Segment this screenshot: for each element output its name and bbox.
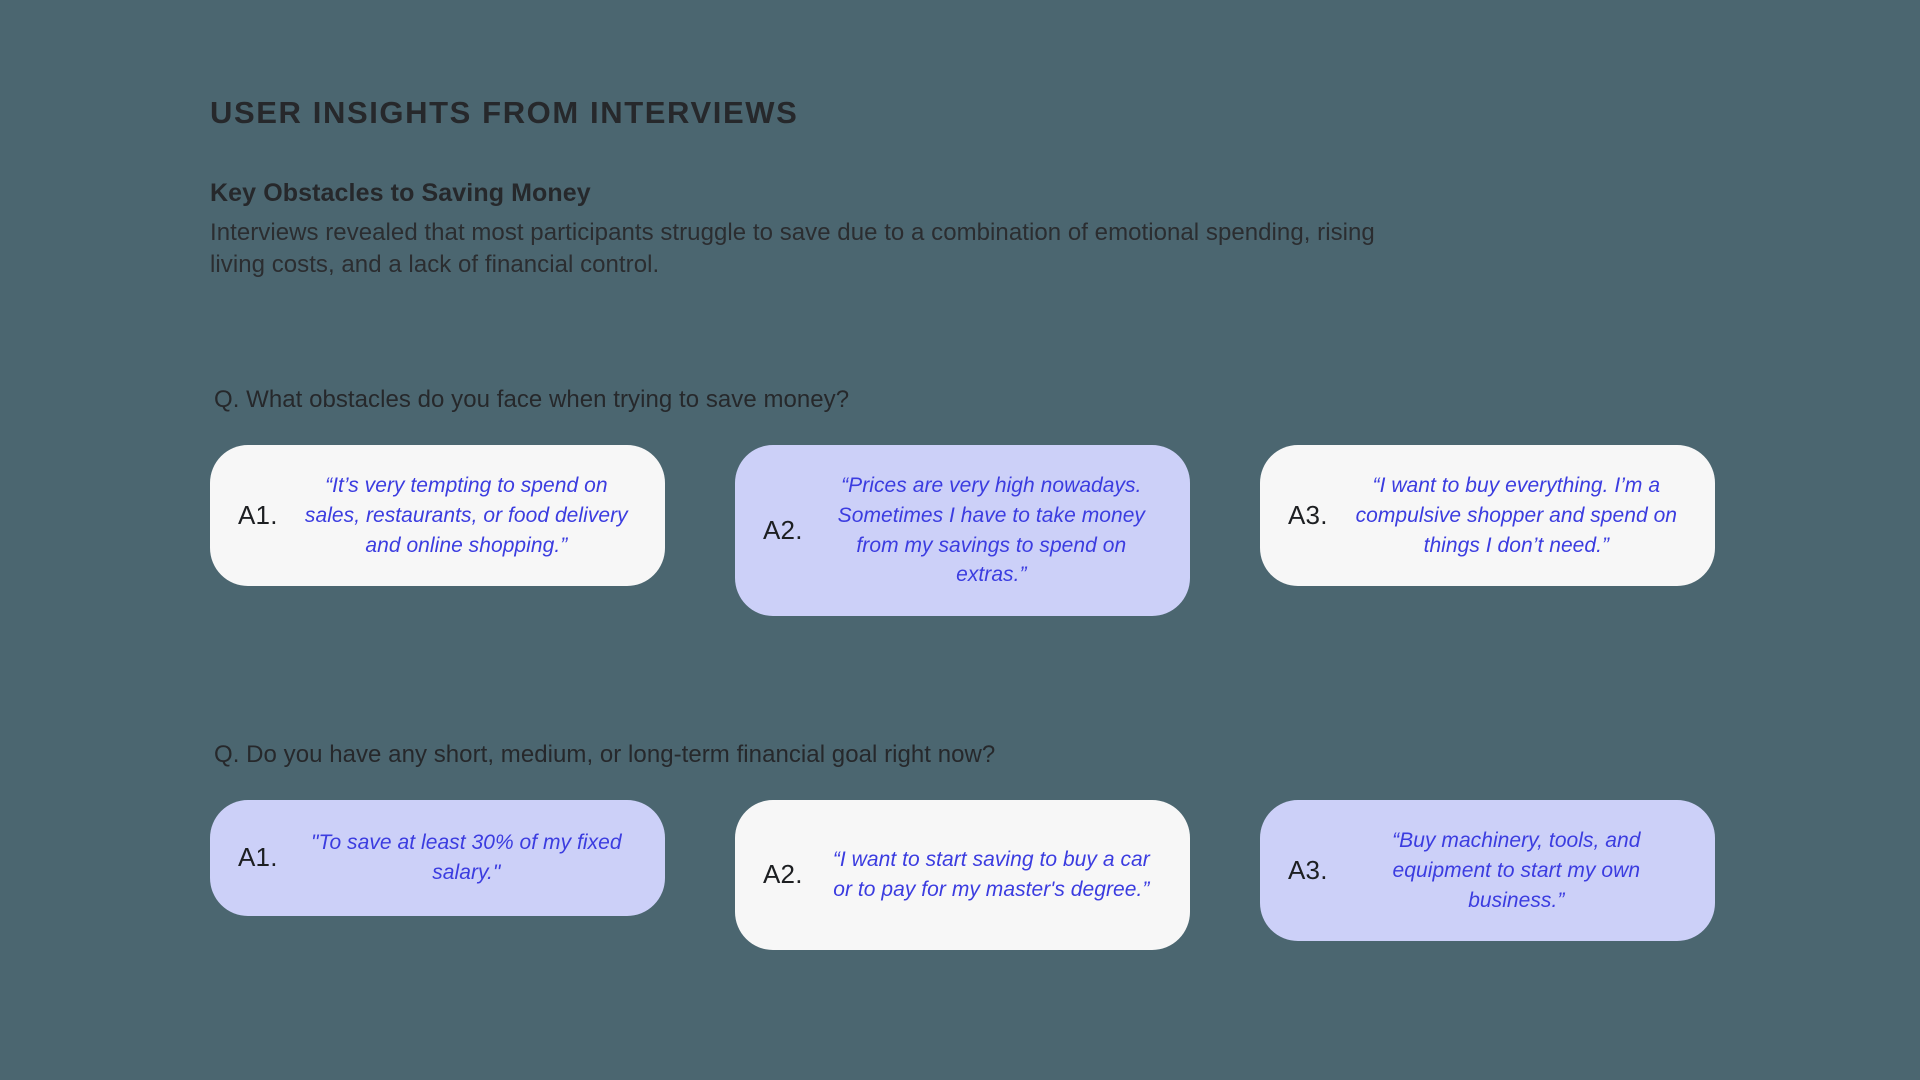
answer-card-1-1[interactable]: A1. “It’s very tempting to spend on sale… xyxy=(210,445,665,587)
answer-label: A2. xyxy=(763,515,803,546)
page-title: USER INSIGHTS FROM INTERVIEWS xyxy=(210,95,799,130)
question-text-2: Q. Do you have any short, medium, or lon… xyxy=(214,741,996,768)
answer-label: A3. xyxy=(1288,500,1328,531)
answer-quote: “I want to buy everything. I’m a compuls… xyxy=(1355,474,1678,557)
answer-quote: “It’s very tempting to spend on sales, r… xyxy=(304,474,628,557)
answer-quote: “Prices are very high nowadays. Sometime… xyxy=(837,474,1145,587)
question-section-2: Q. Do you have any short, medium, or lon… xyxy=(210,740,1720,950)
answer-quote: “I want to start saving to buy a car or … xyxy=(832,848,1150,901)
section-subtitle: Key Obstacles to Saving Money xyxy=(210,179,591,208)
answer-cards-row-1: A1. “It’s very tempting to spend on sale… xyxy=(210,445,1720,617)
answer-label: A3. xyxy=(1288,855,1328,886)
question-text-1: Q. What obstacles do you face when tryin… xyxy=(214,386,850,413)
answer-card-1-2[interactable]: A2. “Prices are very high nowadays. Some… xyxy=(735,445,1190,617)
summary-paragraph: Interviews revealed that most participan… xyxy=(210,219,1375,278)
answer-cards-row-2: A1. "To save at least 30% of my fixed sa… xyxy=(210,800,1720,950)
header-block: USER INSIGHTS FROM INTERVIEWS Key Obstac… xyxy=(210,95,1710,281)
answer-card-1-3[interactable]: A3. “I want to buy everything. I’m a com… xyxy=(1260,445,1715,587)
answer-card-2-2[interactable]: A2. “I want to start saving to buy a car… xyxy=(735,800,1190,950)
answer-card-2-1[interactable]: A1. "To save at least 30% of my fixed sa… xyxy=(210,800,665,916)
answer-label: A1. xyxy=(238,500,278,531)
answer-quote: “Buy machinery, tools, and equipment to … xyxy=(1392,829,1641,912)
question-section-1: Q. What obstacles do you face when tryin… xyxy=(210,385,1720,617)
answer-label: A1. xyxy=(238,842,278,873)
answer-card-2-3[interactable]: A3. “Buy machinery, tools, and equipment… xyxy=(1260,800,1715,942)
answer-quote: "To save at least 30% of my fixed salary… xyxy=(310,831,622,884)
answer-label: A2. xyxy=(763,859,803,890)
